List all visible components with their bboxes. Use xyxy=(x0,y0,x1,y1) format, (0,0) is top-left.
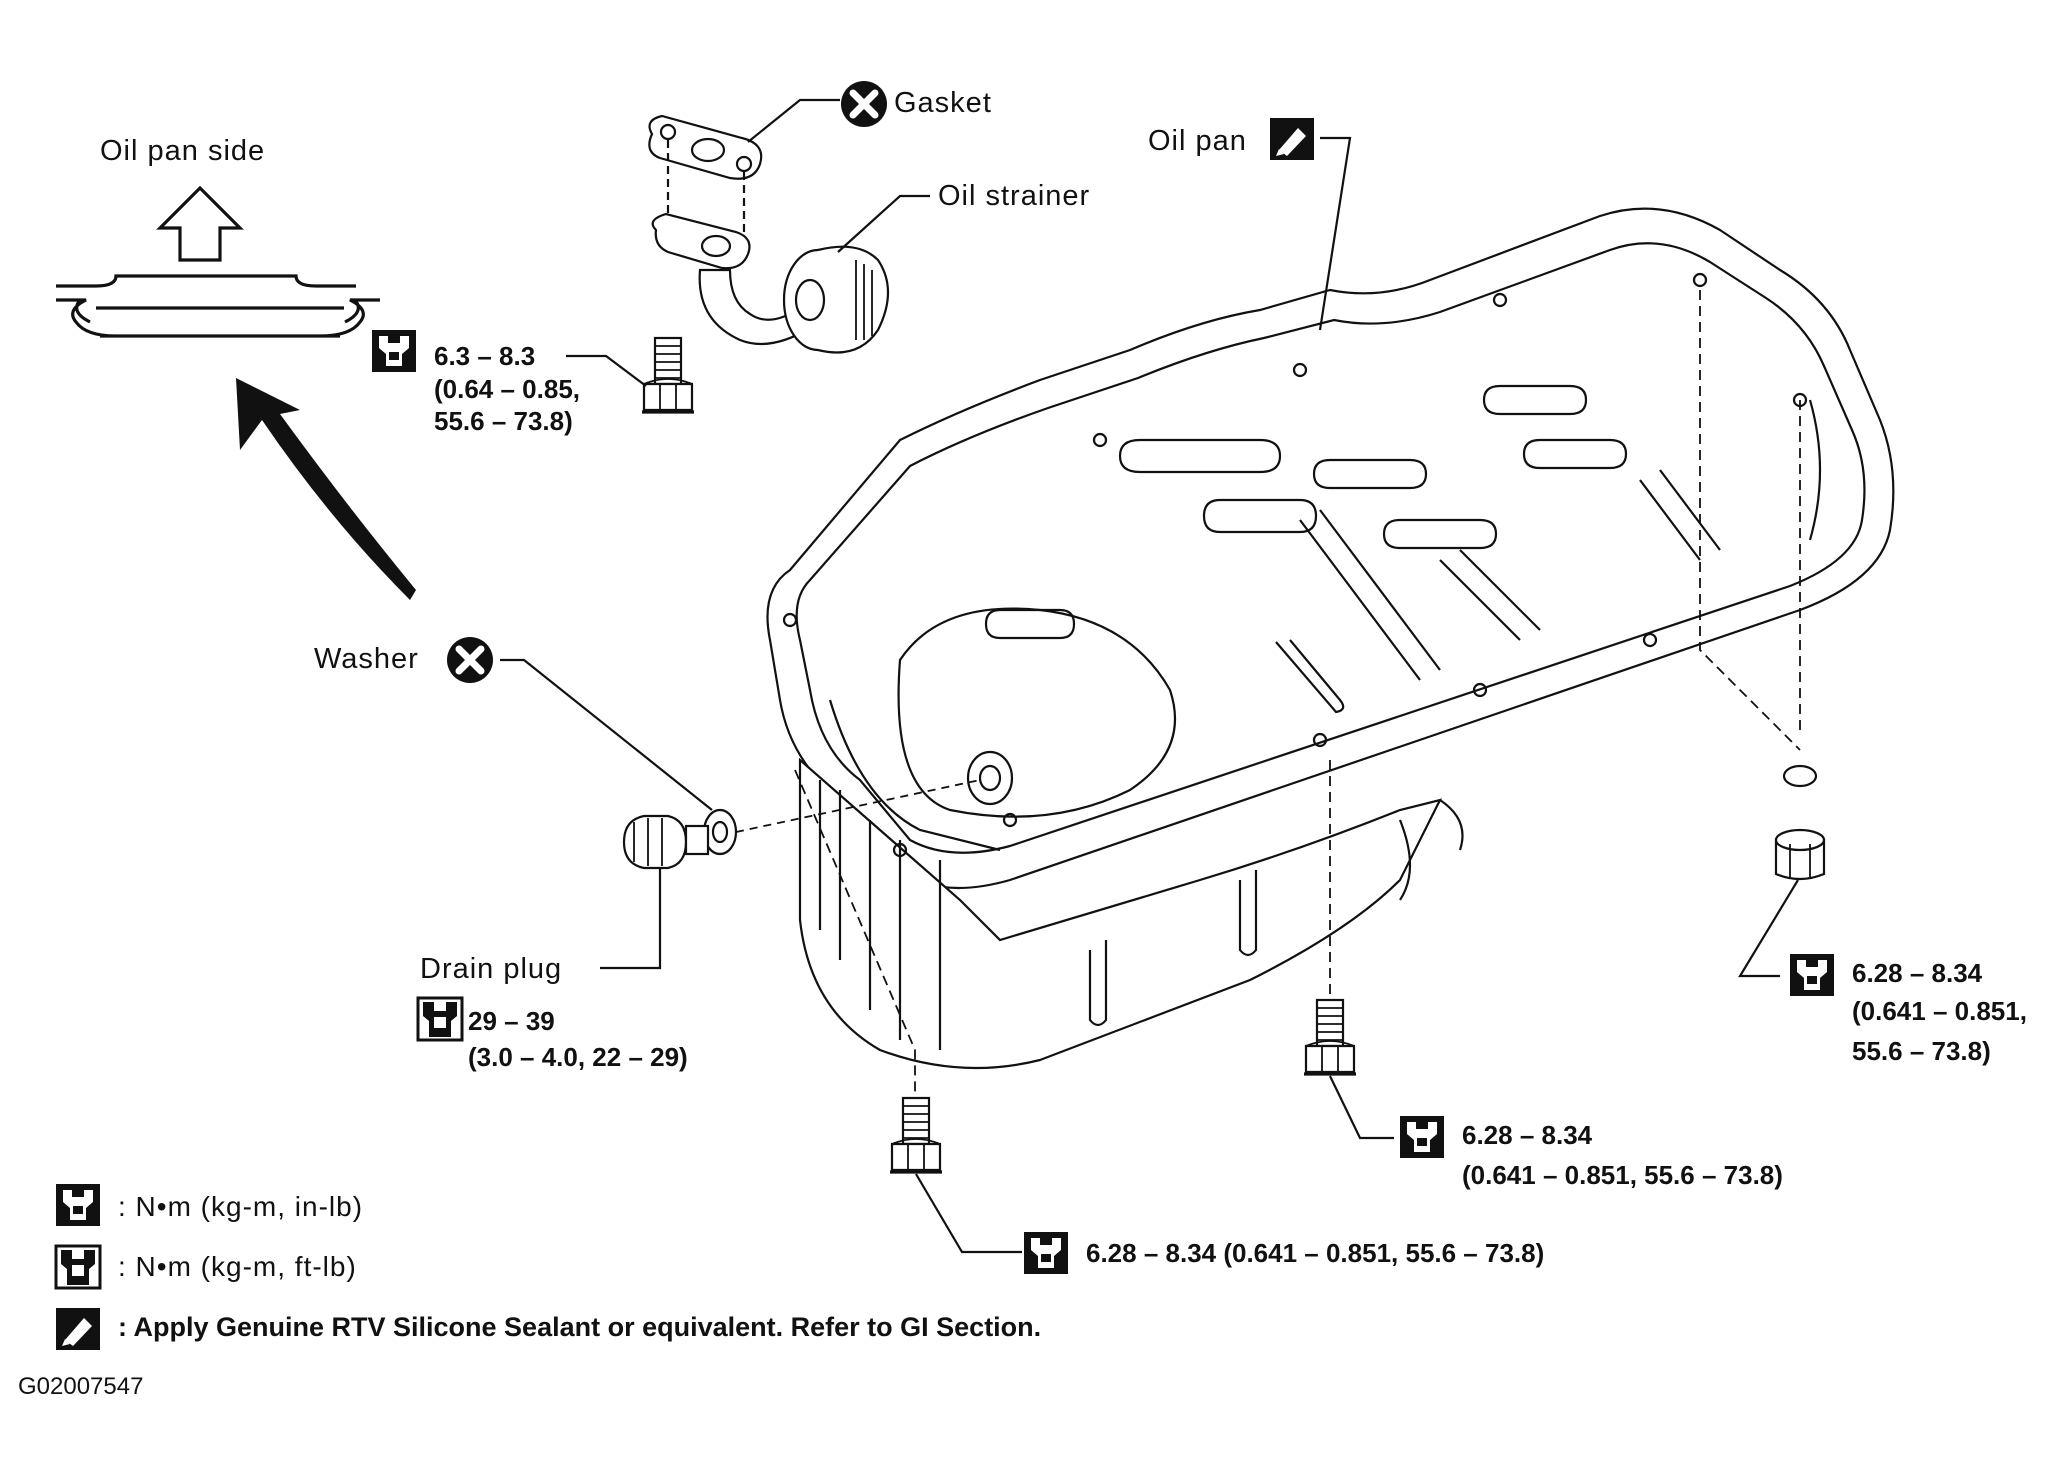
right-nut-torque-inlb: 55.6 – 73.8) xyxy=(1852,1036,1991,1066)
washer-part xyxy=(702,779,981,856)
oil-strainer-label: Oil strainer xyxy=(938,180,1090,212)
gasket-label: Gasket xyxy=(894,87,992,119)
wrench-in-lb-icon xyxy=(56,1184,100,1226)
front-bolt-torque-value: 6.28 – 8.34 (0.641 – 0.851, 55.6 – 73.8) xyxy=(1086,1238,1544,1268)
wrench-in-lb-icon xyxy=(372,330,416,372)
oil-strainer-part xyxy=(651,212,889,354)
washer-callout: Washer xyxy=(314,637,713,811)
circled-x-icon xyxy=(841,81,887,127)
strainer-bolt-torque-nm: 6.3 – 8.3 xyxy=(434,341,535,371)
up-arrow-icon xyxy=(156,185,244,262)
figure-code: G02007547 xyxy=(18,1373,143,1400)
center-bolt-part xyxy=(1302,760,1358,1076)
direction-arrow-icon xyxy=(236,378,416,600)
strainer-bolt xyxy=(640,336,696,414)
strainer-bolt-torque-inlb: 55.6 – 73.8) xyxy=(434,406,573,436)
washer-label: Washer xyxy=(314,643,419,675)
right-nut-part xyxy=(1774,764,1826,881)
front-bolt-torque: 6.28 – 8.34 (0.641 – 0.851, 55.6 – 73.8) xyxy=(915,1173,1544,1274)
gasket-callout: Gasket xyxy=(747,81,992,143)
right-nut-torque-kgm: (0.641 – 0.851, xyxy=(1852,996,2027,1026)
right-nut-torque: 6.28 – 8.34 (0.641 – 0.851, 55.6 – 73.8) xyxy=(1738,879,2027,1066)
legend-in-lb: : N•m (kg-m, in-lb) xyxy=(118,1191,363,1222)
oil-strainer-callout: Oil strainer xyxy=(837,180,1090,253)
center-bolt-torque-nm: 6.28 – 8.34 xyxy=(1462,1120,1593,1150)
wrench-ft-lb-icon xyxy=(416,996,464,1042)
circled-x-icon xyxy=(447,637,493,683)
legend-ft-lb: : N•m (kg-m, ft-lb) xyxy=(118,1251,357,1282)
legend: : N•m (kg-m, in-lb) : N•m (kg-m, ft-lb) … xyxy=(18,1184,1041,1400)
drain-plug-label: Drain plug xyxy=(420,953,562,985)
gasket-part xyxy=(648,114,763,242)
wrench-ft-lb-icon xyxy=(54,1244,102,1290)
strainer-bolt-torque: 6.3 – 8.3 (0.64 – 0.85, 55.6 – 73.8) xyxy=(372,330,647,436)
oil-pan-side-section: Oil pan side xyxy=(56,135,416,600)
sealant-icon xyxy=(1270,118,1314,160)
strainer-bolt-torque-kgm: (0.64 – 0.85, xyxy=(434,374,580,404)
drain-plug-torque-nm: 29 – 39 xyxy=(468,1006,555,1036)
center-bolt-torque: 6.28 – 8.34 (0.641 – 0.851, 55.6 – 73.8) xyxy=(1329,1075,1783,1190)
sealant-icon xyxy=(56,1308,100,1350)
wrench-in-lb-icon xyxy=(1024,1232,1068,1274)
wrench-in-lb-icon xyxy=(1400,1116,1444,1158)
right-nut-torque-nm: 6.28 – 8.34 xyxy=(1852,958,1983,988)
legend-sealant: : Apply Genuine RTV Silicone Sealant or … xyxy=(118,1312,1041,1342)
front-bolt-part xyxy=(794,769,944,1174)
oil-pan-label: Oil pan xyxy=(1148,125,1247,157)
right-stud-dashed-line xyxy=(1699,290,1801,751)
center-bolt-torque-kgm: (0.641 – 0.851, 55.6 – 73.8) xyxy=(1462,1160,1783,1190)
pan-flange-cross-section xyxy=(56,274,380,338)
drain-plug-part xyxy=(622,814,710,870)
oil-pan-callout: Oil pan xyxy=(1148,118,1352,331)
oil-pan-side-label: Oil pan side xyxy=(100,135,265,167)
drain-plug-callout: Drain plug 29 – 39 (3.0 – 4.0, 22 – 29) xyxy=(416,868,688,1072)
drain-plug-torque-kgm: (3.0 – 4.0, 22 – 29) xyxy=(468,1042,688,1072)
wrench-in-lb-icon xyxy=(1790,954,1834,996)
